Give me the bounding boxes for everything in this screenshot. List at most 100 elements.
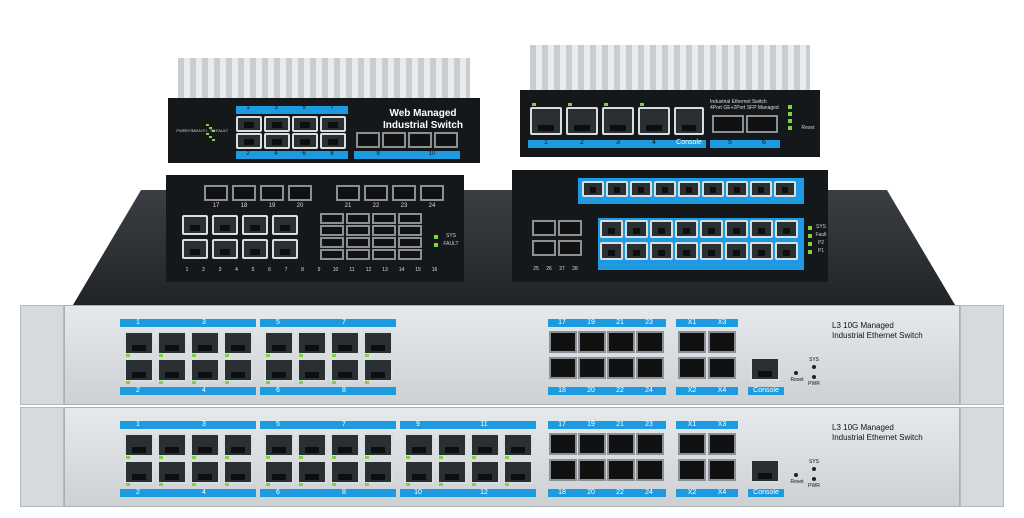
rj45-port[interactable] [223, 358, 253, 382]
rj45-port[interactable] [297, 460, 327, 484]
sfp-port[interactable] [434, 132, 458, 148]
sfp-port[interactable] [232, 185, 256, 201]
sfp-port[interactable] [558, 220, 582, 236]
rj45-port[interactable] [292, 116, 318, 132]
rj45-port[interactable] [264, 133, 290, 149]
rj45-port[interactable] [774, 181, 796, 197]
rj45-port[interactable] [242, 215, 268, 235]
console-port[interactable] [750, 459, 780, 483]
rj45-port[interactable] [124, 331, 154, 355]
rj45-port[interactable] [503, 433, 533, 457]
rj45-port[interactable] [470, 460, 500, 484]
rj45-port[interactable] [503, 460, 533, 484]
rj45-port[interactable] [190, 331, 220, 355]
sfp-port[interactable] [320, 249, 344, 260]
sfp-port[interactable] [532, 220, 556, 236]
rj45-port[interactable] [157, 433, 187, 457]
rj45-port[interactable] [190, 433, 220, 457]
sfp-port[interactable] [320, 213, 344, 224]
sfp-port[interactable] [356, 132, 380, 148]
rj45-port[interactable] [297, 358, 327, 382]
rj45-port[interactable] [404, 460, 434, 484]
rj45-port[interactable] [330, 331, 360, 355]
rj45-port[interactable] [264, 331, 294, 355]
rj45-port[interactable] [600, 220, 623, 238]
sfp-port[interactable] [398, 249, 422, 260]
sfp-port[interactable] [364, 185, 388, 201]
rj45-port[interactable] [602, 107, 634, 135]
rj45-port[interactable] [320, 133, 346, 149]
sfp-port[interactable] [336, 185, 360, 201]
sfp-port[interactable] [708, 433, 736, 455]
rj45-port[interactable] [600, 242, 623, 260]
sfp-port[interactable] [204, 185, 228, 201]
sfp-port[interactable] [549, 331, 577, 353]
sfp-port[interactable] [578, 357, 606, 379]
rj45-port[interactable] [650, 242, 673, 260]
sfp-port[interactable] [320, 237, 344, 248]
sfp-port[interactable] [607, 331, 635, 353]
rj45-port[interactable] [363, 331, 393, 355]
rj45-port[interactable] [242, 239, 268, 259]
rj45-port[interactable] [363, 433, 393, 457]
sfp-port[interactable] [712, 115, 744, 133]
rj45-port[interactable] [223, 433, 253, 457]
rj45-port[interactable] [157, 460, 187, 484]
rj45-port[interactable] [675, 242, 698, 260]
rj45-port[interactable] [236, 133, 262, 149]
sfp-port[interactable] [346, 225, 370, 236]
rj45-port[interactable] [124, 358, 154, 382]
rj45-port[interactable] [264, 460, 294, 484]
sfp-port[interactable] [578, 331, 606, 353]
sfp-port[interactable] [346, 249, 370, 260]
rj45-port[interactable] [223, 331, 253, 355]
sfp-port[interactable] [578, 433, 606, 455]
rj45-port[interactable] [625, 242, 648, 260]
sfp-port[interactable] [346, 213, 370, 224]
rj45-port[interactable] [566, 107, 598, 135]
sfp-port[interactable] [636, 459, 664, 481]
sfp-port[interactable] [288, 185, 312, 201]
sfp-port[interactable] [636, 433, 664, 455]
reset-button[interactable] [794, 371, 798, 375]
sfp-port[interactable] [678, 433, 706, 455]
sfp-port[interactable] [372, 213, 396, 224]
rj45-port[interactable] [363, 358, 393, 382]
rj45-port[interactable] [675, 220, 698, 238]
sfp-port[interactable] [636, 357, 664, 379]
rj45-port[interactable] [725, 242, 748, 260]
rj45-port[interactable] [320, 116, 346, 132]
rj45-port[interactable] [330, 460, 360, 484]
sfp-port[interactable] [636, 331, 664, 353]
rj45-port[interactable] [750, 181, 772, 197]
rj45-port[interactable] [330, 358, 360, 382]
rj45-port[interactable] [297, 331, 327, 355]
rj45-port[interactable] [630, 181, 652, 197]
rj45-port[interactable] [212, 239, 238, 259]
sfp-port[interactable] [549, 459, 577, 481]
rj45-port[interactable] [182, 239, 208, 259]
sfp-port[interactable] [607, 357, 635, 379]
rj45-port[interactable] [404, 433, 434, 457]
rj45-port[interactable] [264, 358, 294, 382]
rj45-port[interactable] [437, 460, 467, 484]
sfp-port[interactable] [372, 225, 396, 236]
rj45-port[interactable] [264, 433, 294, 457]
sfp-port[interactable] [398, 213, 422, 224]
sfp-port[interactable] [549, 433, 577, 455]
rj45-port[interactable] [212, 215, 238, 235]
sfp-port[interactable] [746, 115, 778, 133]
rj45-port[interactable] [702, 181, 724, 197]
reset-button[interactable] [794, 473, 798, 477]
sfp-port[interactable] [398, 225, 422, 236]
sfp-port[interactable] [607, 433, 635, 455]
sfp-port[interactable] [382, 132, 406, 148]
rj45-port[interactable] [190, 460, 220, 484]
sfp-port[interactable] [372, 237, 396, 248]
rj45-port[interactable] [272, 239, 298, 259]
sfp-port[interactable] [708, 459, 736, 481]
rj45-port[interactable] [650, 220, 673, 238]
sfp-port[interactable] [398, 237, 422, 248]
rj45-port[interactable] [297, 433, 327, 457]
sfp-port[interactable] [678, 331, 706, 353]
